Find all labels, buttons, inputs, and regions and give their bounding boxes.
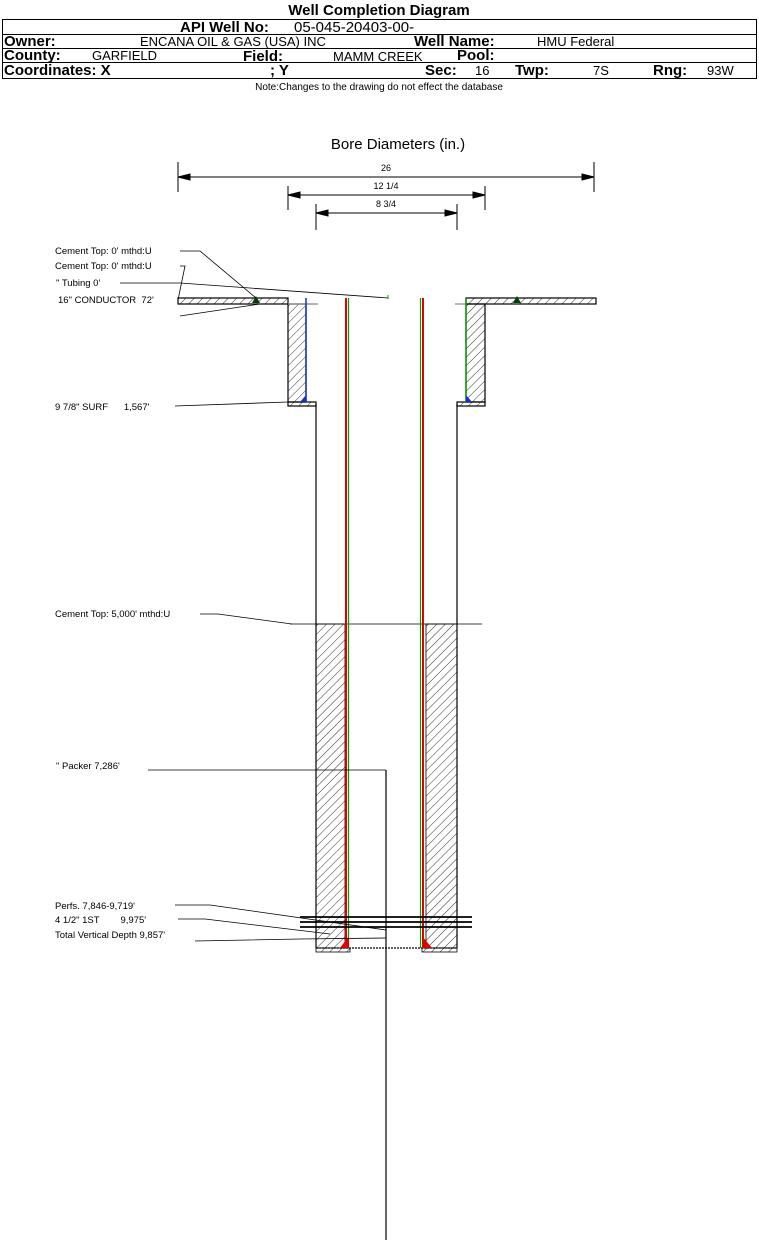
owner-value: ENCANA OIL & GAS (USA) INC (140, 34, 326, 49)
cement-top-marker-right (513, 296, 521, 303)
sec-label: Sec: (425, 62, 457, 79)
conductor-casing (177, 297, 597, 407)
packer-label: " Packer 7,286' (56, 761, 120, 772)
note-text: Note:Changes to the drawing do not effec… (255, 82, 503, 93)
cement-top-marker-left (252, 296, 260, 303)
api-value: 05-045-20403-00- (294, 19, 414, 36)
cement-top-0-b: Cement Top: 0' mthd:U (55, 261, 152, 272)
production-cement (290, 623, 482, 953)
cement-top-0-a: Cement Top: 0' mthd:U (55, 246, 152, 257)
production-casing (340, 298, 432, 948)
pool-label: Pool: (457, 47, 495, 64)
perfs-label: Perfs. 7,846-9,719' (55, 901, 135, 912)
coords-label: Coordinates: X (4, 62, 111, 79)
production-casing-label: 4 1/2" 1ST 9,975' (55, 915, 146, 926)
rng-value: 93W (707, 63, 734, 78)
well-name-label: Well Name: (414, 33, 495, 50)
api-label: API Well No: (180, 19, 269, 36)
bore-8-3-4: 8 3/4 (376, 199, 396, 209)
twp-label: Twp: (515, 62, 549, 79)
header-table (2, 19, 757, 79)
total-depth-label: Total Vertical Depth 9,857' (55, 930, 165, 941)
bore-26: 26 (381, 163, 391, 173)
county-label: County: (4, 47, 61, 64)
bore-title: Bore Diameters (in.) (331, 136, 465, 153)
owner-label: Owner: (4, 33, 56, 50)
bore-dimension-lines (177, 162, 595, 230)
conductor-label: 16" CONDUCTOR 72' (58, 295, 154, 306)
well-name-value: HMU Federal (537, 34, 614, 49)
tubing-label: " Tubing 0' (56, 278, 100, 289)
leader-lines (120, 250, 389, 942)
field-label: Field: (243, 48, 283, 65)
rng-label: Rng: (653, 62, 687, 79)
y-label: ; Y (270, 62, 289, 79)
page-title: Well Completion Diagram (288, 2, 469, 19)
twp-value: 7S (593, 63, 609, 78)
surface-casing (300, 298, 472, 402)
county-value: GARFIELD (92, 48, 157, 63)
cement-top-5000: Cement Top: 5,000' mthd:U (55, 609, 170, 620)
sec-value: 16 (475, 63, 489, 78)
bore-12-1-4: 12 1/4 (373, 181, 398, 191)
field-value: MAMM CREEK (333, 49, 423, 64)
surface-casing-label: 9 7/8" SURF 1,567' (55, 402, 150, 413)
